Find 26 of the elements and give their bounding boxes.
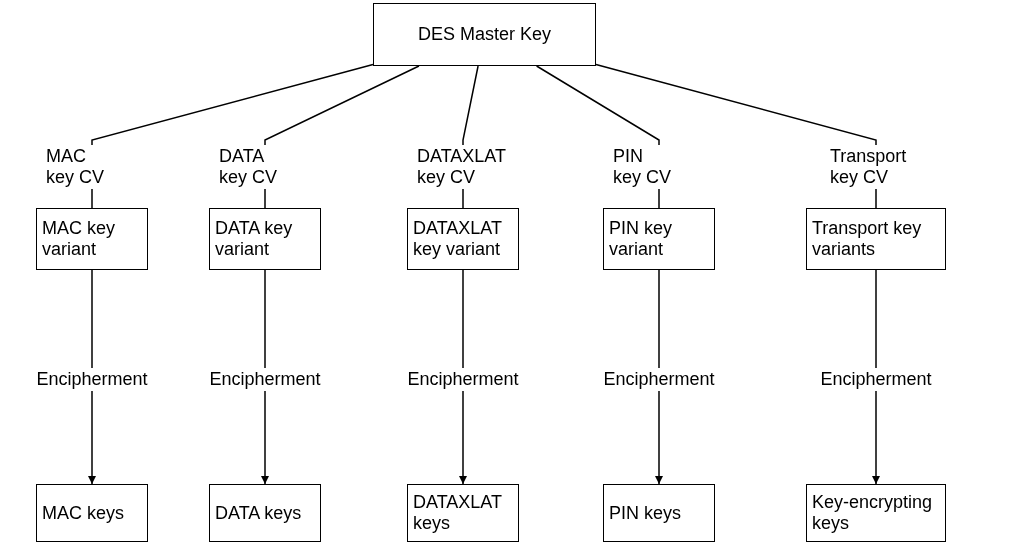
- process-box: DATA keys: [209, 484, 321, 542]
- process-box: DES Master Key: [373, 3, 596, 66]
- process-box: MAC key variant: [36, 208, 148, 270]
- edge-label: MAC key CV: [44, 145, 107, 189]
- edge-label: Encipherment: [207, 368, 323, 391]
- process-box: Key-encrypting keys: [806, 484, 946, 542]
- process-box: PIN keys: [603, 484, 715, 542]
- arrow: [872, 269, 880, 485]
- process-box: DATA key variant: [209, 208, 321, 270]
- edge-label: PIN key CV: [611, 145, 674, 189]
- process-box: PIN key variant: [603, 208, 715, 270]
- edge-label: Encipherment: [818, 368, 934, 391]
- edge-label: Encipherment: [405, 368, 521, 391]
- arrow: [655, 269, 663, 485]
- process-box: DATAXLAT keys: [407, 484, 519, 542]
- edge-label: Transport key CV: [828, 145, 909, 189]
- arrow: [261, 269, 269, 485]
- arrow: [459, 269, 467, 485]
- edge-label: Encipherment: [601, 368, 717, 391]
- process-box: DATAXLAT key variant: [407, 208, 519, 270]
- edge-label: DATAXLAT key CV: [415, 145, 508, 189]
- edge-label: Encipherment: [34, 368, 150, 391]
- process-box: MAC keys: [36, 484, 148, 542]
- process-box: Transport key variants: [806, 208, 946, 270]
- arrow: [88, 269, 96, 485]
- edge-label: DATA key CV: [217, 145, 280, 189]
